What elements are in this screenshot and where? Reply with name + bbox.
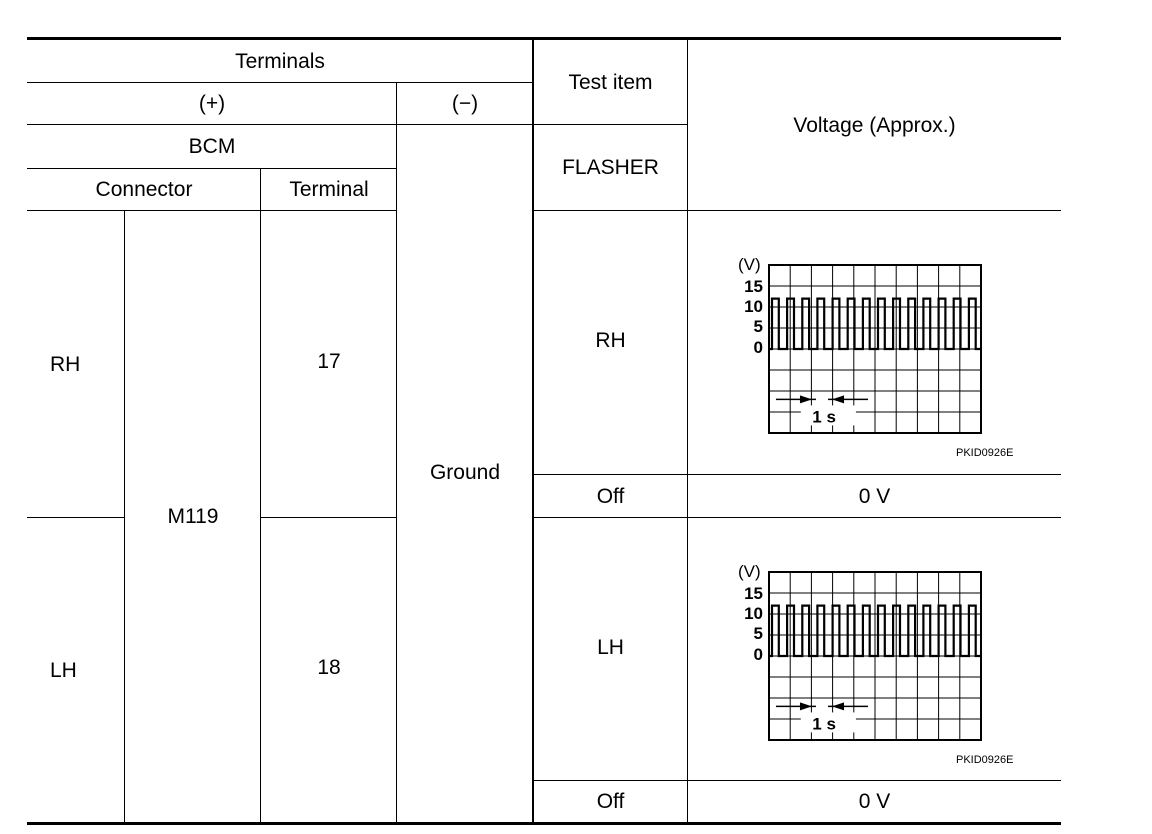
time-marker-label: 1 s: [812, 714, 836, 733]
header-connector: Connector: [95, 177, 193, 201]
connector-value: M119: [167, 505, 219, 528]
y-tick-label: 10: [744, 297, 763, 316]
time-marker-label: 1 s: [812, 407, 836, 426]
header-minus: (−): [451, 91, 479, 115]
vrule-test-item-left: [532, 38, 534, 823]
header-terminals: Terminals: [235, 49, 325, 73]
vrule-connector: [124, 211, 125, 823]
row-lh-test-off: Off: [596, 790, 625, 813]
header-terminal: Terminal: [289, 177, 369, 201]
rule-under-bcm: [27, 168, 397, 169]
y-tick-label: 0: [754, 645, 763, 664]
rule-under-terminals: [27, 82, 533, 83]
signal: [769, 604, 981, 733]
rule-rh-lh-mid: [261, 517, 397, 518]
row-rh-terminal: 17: [317, 349, 341, 373]
marker-arrow: [832, 702, 845, 711]
table-top-border: [27, 37, 1061, 40]
y-unit-label: (V): [738, 562, 761, 581]
vrule-plus-minus: [396, 82, 397, 823]
signal: [769, 297, 981, 426]
row-lh-side: LH: [50, 658, 77, 682]
table-bottom-border: [27, 822, 1061, 825]
y-unit-label: (V): [738, 255, 761, 274]
marker-arrow: [799, 395, 812, 404]
y-tick-label: 0: [754, 338, 763, 357]
row-lh-test-on: LH: [597, 635, 624, 659]
header-voltage: Voltage (Approx.): [793, 113, 956, 137]
marker-label-bg: [800, 405, 856, 426]
header-plus: (+): [198, 91, 226, 115]
square-wave: [769, 297, 981, 351]
header-bcm: BCM: [188, 134, 236, 158]
rule-rh-lh-right: [533, 517, 1061, 518]
lh-figure-code: PKID0926E: [956, 754, 1014, 766]
row-rh-off-voltage: 0 V: [858, 484, 891, 508]
rule-rh-lh-left: [27, 517, 125, 518]
y-tick-label: 5: [754, 317, 763, 336]
rule-under-polarity: [27, 124, 688, 125]
y-tick-label: 10: [744, 604, 763, 623]
y-tick-label: 5: [754, 624, 763, 643]
rh-figure-code: PKID0926E: [956, 447, 1014, 459]
row-rh-test-on: RH: [595, 328, 626, 352]
marker-arrow: [832, 395, 845, 404]
header-test-item: Test item: [568, 70, 653, 94]
square-wave: [769, 604, 981, 658]
row-rh-side: RH: [50, 352, 81, 376]
marker-arrow: [799, 702, 812, 711]
ground-value: Ground: [429, 460, 501, 484]
rule-rh-off: [533, 474, 1061, 475]
y-tick-label: 15: [744, 277, 763, 296]
row-lh-terminal: 18: [317, 655, 341, 679]
row-lh-off-voltage: 0 V: [858, 790, 891, 813]
rule-lh-off: [533, 780, 1061, 781]
marker-label-bg: [800, 712, 856, 733]
rule-under-header-left: [27, 210, 397, 211]
y-tick-label: 15: [744, 584, 763, 603]
rule-under-header-right: [533, 210, 1061, 211]
row-rh-test-off: Off: [596, 484, 625, 508]
vrule-terminal: [260, 168, 261, 823]
header-flasher: FLASHER: [562, 155, 659, 179]
vrule-test-item-right: [687, 38, 688, 823]
